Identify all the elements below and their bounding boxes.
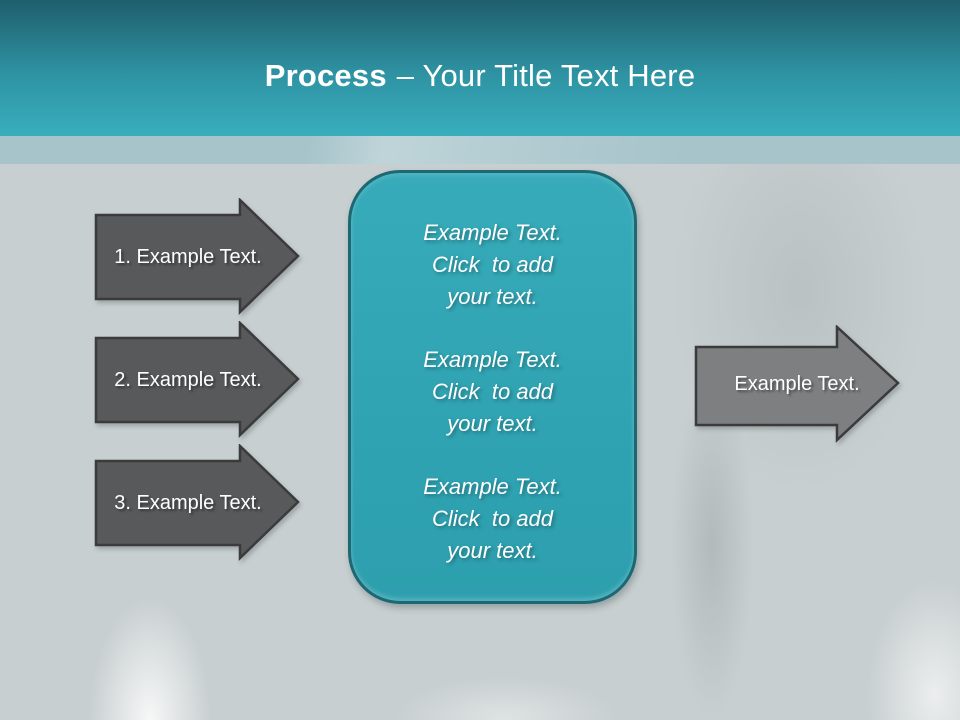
step-arrow-1[interactable]: 1. Example Text. bbox=[94, 198, 300, 316]
right-arrow-shape-icon bbox=[94, 321, 300, 438]
banner-accent-strip bbox=[0, 136, 960, 164]
step-arrow-3-label: 3. Example Text. bbox=[114, 491, 262, 514]
slide-title-rest: – Your Title Text Here bbox=[396, 58, 696, 93]
result-arrow[interactable]: Example Text. bbox=[694, 325, 900, 443]
banner-sheen bbox=[0, 136, 960, 164]
detail-text-placeholder-3[interactable]: Example Text. Click to add your text. bbox=[423, 474, 562, 563]
title-banner: Process – Your Title Text Here bbox=[0, 0, 960, 136]
slide-title-emphasis: Process bbox=[264, 58, 387, 93]
right-arrow-shape-icon bbox=[694, 325, 900, 443]
step-arrow-1-label: 1. Example Text. bbox=[114, 245, 262, 268]
detail-text-placeholder-2[interactable]: Example Text. Click to add your text. bbox=[423, 347, 562, 436]
step-arrow-2[interactable]: 2. Example Text. bbox=[94, 321, 300, 439]
right-arrow-shape-icon bbox=[94, 198, 300, 315]
result-arrow-label: Example Text. bbox=[734, 372, 860, 395]
slide-title[interactable]: Process – Your Title Text Here bbox=[0, 55, 960, 97]
detail-text-placeholder-1[interactable]: Example Text. Click to add your text. bbox=[423, 220, 562, 309]
process-detail-box[interactable]: Example Text. Click to add your text. Ex… bbox=[348, 170, 637, 604]
step-arrow-2-label: 2. Example Text. bbox=[114, 368, 262, 391]
right-arrow-shape-icon bbox=[94, 444, 300, 561]
step-arrow-3[interactable]: 3. Example Text. bbox=[94, 444, 300, 562]
